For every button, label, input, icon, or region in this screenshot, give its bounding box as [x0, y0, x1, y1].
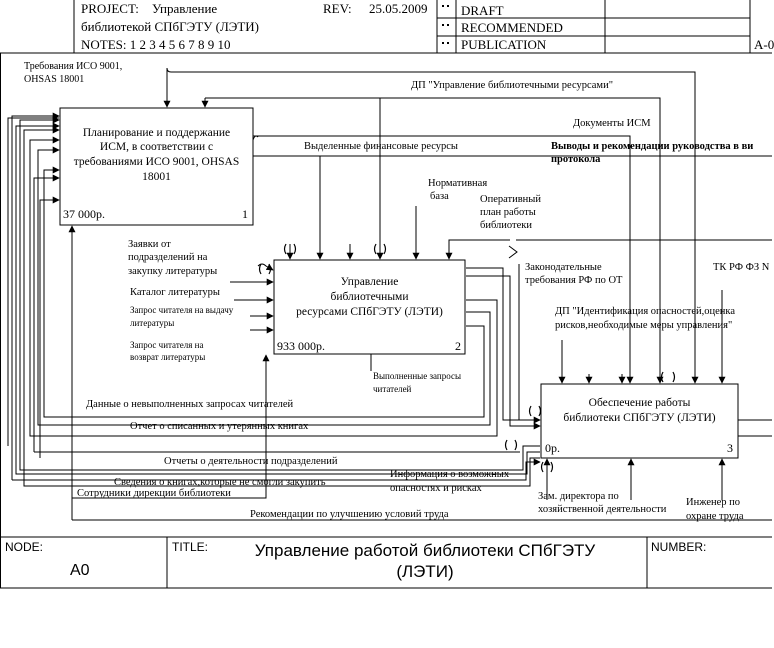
number-label: NUMBER: — [651, 540, 707, 554]
label-unfulfilled-requests: Данные о невыполненных запросах читателе… — [86, 399, 294, 410]
label-norm-base-2: база — [430, 191, 449, 202]
label-issue-request-2: литературы — [130, 318, 175, 328]
label-done-requests-2: читателей — [373, 384, 412, 394]
activity-box-2[interactable] — [273, 259, 466, 355]
label-unbought-books: Сведения о книгах,которые не смогли заку… — [114, 477, 326, 488]
header-frame — [0, 0, 772, 54]
label-return-request-2: возврат литературы — [130, 352, 206, 362]
label-op-plan-3: библиотеки — [480, 220, 532, 231]
label-ism-docs: Документы ИСМ — [573, 118, 651, 129]
box1-title-line4: 18001 — [142, 171, 171, 183]
label-issue-request-1: Запрос читателя на выдачу — [130, 305, 234, 315]
label-hazards-info-1: Информация о возможных — [390, 469, 510, 480]
label-safety-engineer-1: Инженер по — [686, 497, 741, 508]
rev-label: REV: — [323, 1, 352, 16]
label-iso-requirements-2: OHSAS 18001 — [24, 74, 85, 85]
label-iso-requirements-1: Требования ИСО 9001, — [24, 61, 123, 72]
project-name-line1: Управление — [152, 1, 218, 16]
label-legislation-1: Законодательные — [525, 262, 602, 273]
label-written-off-books: Отчет о списанных и утерянных книгах — [130, 421, 309, 432]
label-dp-resources: ДП "Управление библиотечными ресурсами" — [411, 80, 613, 91]
footer-frame — [0, 53, 772, 589]
label-requests-2: подразделений на — [128, 252, 208, 263]
activity-box-3[interactable] — [540, 383, 739, 459]
box1-title-line2: ИСМ, в соответствии с — [99, 141, 214, 153]
label-improvement-recommendations: Рекомендации по улучшению условий труда — [250, 509, 449, 520]
diagram-title-line1: Управление работой библиотеки СПбГЭТУ — [254, 541, 596, 560]
label-dept-reports: Отчеты о деятельности подразделений — [164, 456, 338, 467]
node-label: NODE: — [5, 540, 44, 554]
label-hazards-info-2: опасностях и рисках — [390, 483, 482, 494]
label-legislation-2: требования РФ по ОТ — [525, 275, 623, 286]
label-return-request-1: Запрос читателя на — [130, 340, 204, 350]
label-finance: Выделенные финансовые ресурсы — [304, 141, 458, 152]
label-norm-base-1: Нормативная — [428, 178, 488, 189]
node-value: A0 — [70, 562, 90, 579]
label-deputy-director-1: Зам. директора по — [538, 491, 619, 502]
label-library-staff: Сотрудники дирекции библиотеки — [77, 488, 231, 499]
status-publication: PUBLICATION — [461, 37, 547, 52]
label-requests-3: закупку литературы — [128, 266, 218, 277]
box2-title-line2: библиотечными — [330, 291, 409, 303]
notes-list: NOTES: 1 2 3 4 5 6 7 8 9 10 — [81, 37, 231, 52]
box3-title-line2: библиотеки СПбГЭТУ (ЛЭТИ) — [563, 412, 716, 424]
arrow-lines — [7, 67, 772, 521]
label-dp-hazards-1: ДП "Идентификация опасностей,оценка — [555, 306, 736, 317]
label-done-requests-1: Выполненные запросы — [373, 371, 461, 381]
box3-number: 3 — [727, 441, 733, 455]
box2-cost: 933 000р. — [277, 339, 325, 353]
status-draft: DRAFT — [461, 3, 504, 18]
label-tk-rf: ТК РФ ФЗ N — [713, 262, 770, 273]
activity-box-1[interactable] — [59, 107, 254, 226]
rev-date: 25.05.2009 — [369, 1, 428, 16]
project-name-line2: библиотекой СПбГЭТУ (ЛЭТИ) — [81, 19, 260, 34]
box1-title-line1: Планирование и поддержание — [82, 127, 231, 139]
context-label: A-0 — [754, 37, 774, 52]
title-label: TITLE: — [172, 540, 209, 554]
diagram-title-line2: (ЛЭТИ) — [396, 562, 454, 581]
label-op-plan-1: Оперативный — [480, 194, 541, 205]
box1-title-line3: требованиями ИСО 9001, OHSAS — [73, 156, 240, 168]
box3-cost: 0р. — [545, 441, 560, 455]
box1-number: 1 — [242, 207, 248, 221]
box2-title-line1: Управление — [340, 276, 399, 288]
label-catalog: Каталог литературы — [130, 287, 220, 298]
box1-cost: 37 000р. — [63, 207, 105, 221]
label-op-plan-2: план работы — [480, 207, 536, 218]
box2-number: 2 — [455, 339, 461, 353]
label-dp-hazards-2: рисков,необходимые меры управления" — [555, 320, 733, 331]
label-mgmt-conclusions-2: протокола — [551, 154, 601, 165]
box2-title-line3: ресурсами СПбГЭТУ (ЛЭТИ) — [296, 306, 443, 318]
label-requests-1: Заявки от — [128, 239, 171, 250]
header-hatching — [442, 5, 449, 44]
status-recommended: RECOMMENDED — [461, 20, 563, 35]
label-safety-engineer-2: охране труда — [686, 511, 744, 522]
label-deputy-director-2: хозяйственной деятельности — [538, 504, 667, 515]
label-mgmt-conclusions-1: Выводы и рекомендации руководства в ви — [551, 141, 754, 152]
box3-title-line1: Обеспечение работы — [588, 397, 691, 409]
tunnel-marks — [258, 243, 676, 473]
project-label: PROJECT: — [81, 1, 139, 16]
